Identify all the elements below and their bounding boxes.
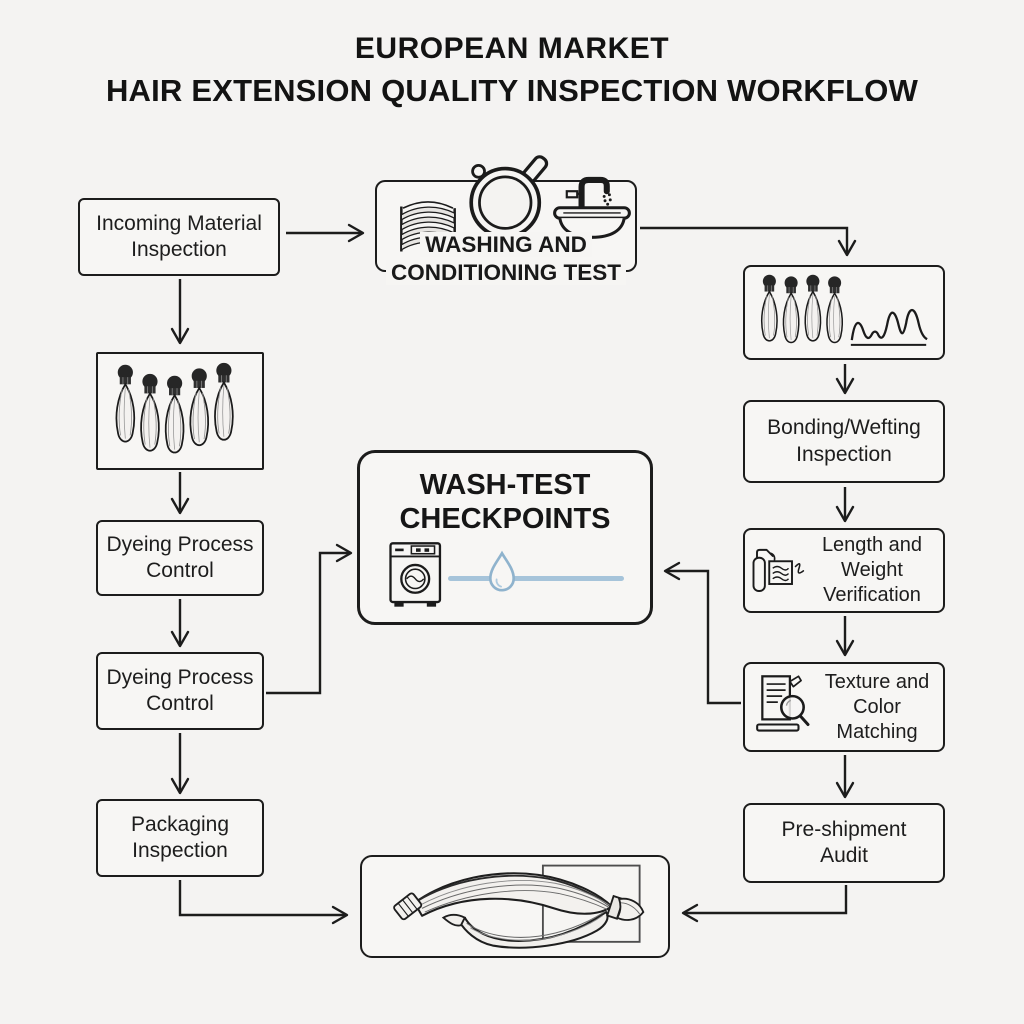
node-incoming-material-inspection: Incoming Material Inspection	[78, 198, 280, 276]
node-dyeing-process-control-1: Dyeing Process Control	[96, 520, 264, 596]
water-drop-icon	[488, 550, 516, 592]
hair-bundles-icon	[760, 273, 844, 344]
arrow-texture-to-checkpoints	[663, 561, 741, 705]
page-title: EUROPEAN MARKET HAIR EXTENSION QUALITY I…	[0, 32, 1024, 109]
hair-bundles-icon	[115, 362, 234, 454]
title-line-2: HAIR EXTENSION QUALITY INSPECTION WORKFL…	[105, 73, 919, 108]
hair-extensions-icon	[393, 864, 645, 949]
incoming-material-label: Incoming Material Inspection	[96, 211, 262, 261]
node-pre-shipment-audit: Pre-shipment Audit	[743, 803, 945, 883]
node-packaging-inspection: Packaging Inspection	[96, 799, 264, 877]
washing-machine-icon	[389, 542, 442, 607]
packaging-label: Packaging Inspection	[130, 812, 230, 862]
washing-conditioning-label: WASHING AND CONDITIONING TEST	[377, 231, 635, 287]
bonding-wefting-label: Bonding/Wefting Inspection	[767, 416, 921, 466]
texture-color-label: Texture and Color Matching	[824, 670, 930, 743]
dyeing-2-label: Dyeing Process Control	[106, 665, 254, 715]
arrow-preshipment-to-final	[681, 885, 848, 923]
wave-pattern-icon	[850, 308, 928, 346]
arrow-packaging-to-final	[178, 880, 349, 925]
checkpoint-slider-line	[448, 576, 624, 581]
measuring-tools-icon	[752, 548, 805, 592]
document-magnifier-icon	[756, 675, 810, 732]
node-bonding-wefting-inspection: Bonding/Wefting Inspection	[743, 400, 945, 483]
inspection-pan-icon	[469, 155, 549, 239]
length-weight-label: Length and Weight Verification	[821, 533, 923, 606]
pre-shipment-label: Pre-shipment Audit	[781, 817, 907, 867]
arrow-washing-to-samples	[640, 226, 857, 257]
dyeing-1-label: Dyeing Process Control	[106, 532, 254, 582]
arrow-dyeing2-to-checkpoints	[266, 543, 353, 695]
title-line-1: EUROPEAN MARKET	[354, 32, 670, 65]
wash-test-checkpoints-label: WASH-TEST CHECKPOINTS	[399, 469, 611, 536]
node-dyeing-process-control-2: Dyeing Process Control	[96, 652, 264, 730]
